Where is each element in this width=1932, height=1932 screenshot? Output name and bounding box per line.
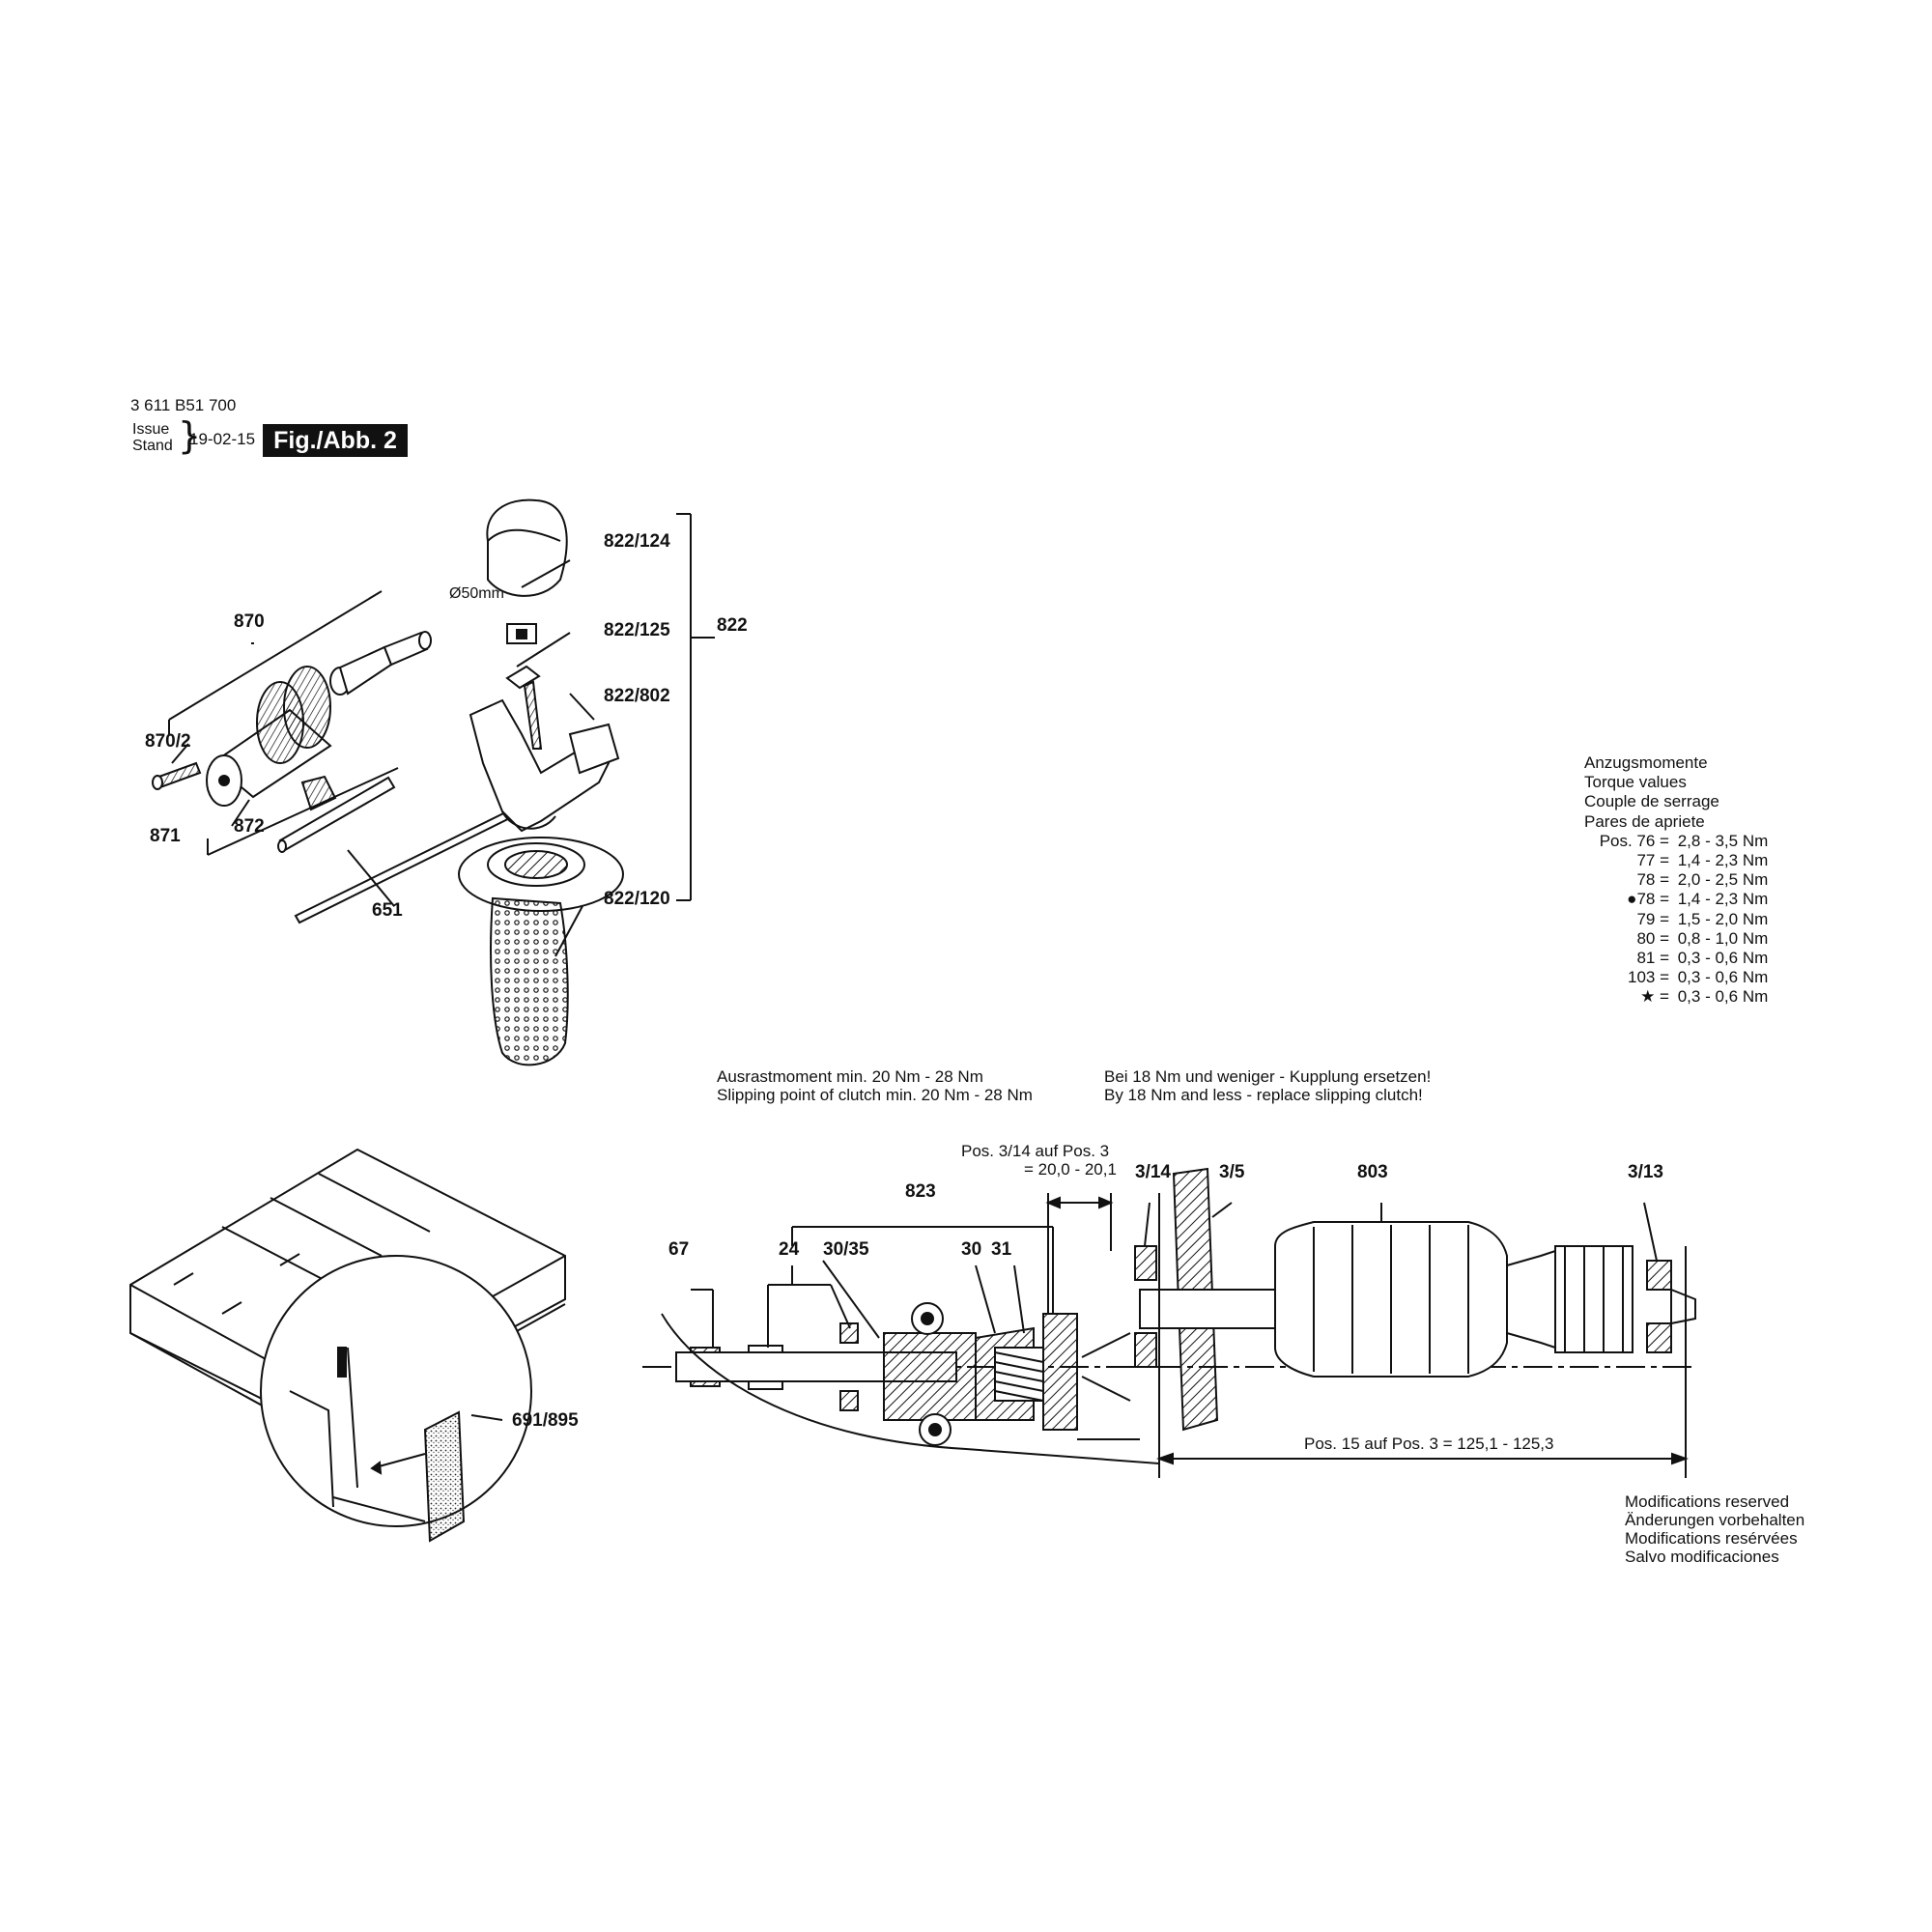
callout-3-14: 3/14 — [1135, 1162, 1171, 1182]
torque-row: 78 = 2,0 - 2,5 Nm — [1584, 870, 1768, 890]
torque-value: 0,8 - 1,0 Nm — [1673, 928, 1769, 948]
document-number: 3 611 B51 700 — [130, 396, 237, 414]
figure-label: Fig./Abb. 2 — [263, 424, 408, 457]
callout-651: 651 — [372, 900, 403, 921]
torque-key: ★ = — [1640, 987, 1669, 1007]
brace-icon: } — [178, 414, 202, 457]
torque-title-es: Pares de apriete — [1584, 811, 1705, 831]
torque-row: Pos. 76 = 2,8 - 3,5 Nm — [1584, 831, 1769, 851]
torque-row: ★ = 0,3 - 0,6 Nm — [1584, 987, 1768, 1007]
torque-key: 79 = — [1636, 909, 1669, 928]
auxiliary-handle-group — [458, 498, 715, 1066]
carrying-case — [129, 1148, 566, 1543]
issue-label: Issue Stand — [132, 421, 173, 454]
dimension-pos15 — [1156, 1193, 1689, 1478]
callout-822-120: 822/120 — [604, 889, 670, 909]
torque-key: 78 = — [1636, 870, 1669, 890]
torque-value: 1,5 - 2,0 Nm — [1673, 909, 1769, 928]
clamping-band — [486, 498, 568, 644]
handle-grip — [490, 896, 569, 1066]
modifications-en: Modifications reserved — [1625, 1492, 1790, 1511]
clutch-armature-section — [642, 1167, 1696, 1478]
callout-67: 67 — [668, 1239, 690, 1260]
torque-row: ●78 = 1,4 - 2,3 Nm — [1584, 890, 1768, 909]
callout-870: 870 — [234, 611, 265, 632]
torque-row: 103 = 0,3 - 0,6 Nm — [1584, 968, 1768, 987]
bearing-3-14 — [1134, 1245, 1157, 1368]
callout-822-125: 822/125 — [604, 620, 670, 640]
chuck-screw — [152, 761, 202, 790]
torque-key: Pos. 76 = — [1599, 831, 1669, 850]
torque-key: 103 = — [1627, 968, 1669, 987]
callout-803: 803 — [1357, 1162, 1388, 1182]
modifications-es: Salvo modificaciones — [1625, 1548, 1779, 1566]
callout-872: 872 — [234, 816, 265, 837]
callout-24: 24 — [779, 1239, 800, 1260]
torque-row: 81 = 0,3 - 0,6 Nm — [1584, 949, 1768, 968]
torque-title-fr: Couple de serrage — [1584, 792, 1719, 811]
torque-table: Anzugsmomente Torque values Couple de se… — [1584, 753, 1768, 1008]
torque-title-de: Anzugsmomente — [1584, 753, 1708, 772]
torque-value: 0,3 - 0,6 Nm — [1673, 949, 1769, 968]
issue-label-en: Issue — [132, 421, 170, 438]
dimension-pos15-label: Pos. 15 auf Pos. 3 = 125,1 - 125,3 — [1304, 1435, 1554, 1453]
armature-803 — [1274, 1221, 1634, 1378]
callout-30: 30 — [961, 1239, 982, 1260]
callout-822: 822 — [717, 615, 748, 636]
torque-value: 0,3 - 0,6 Nm — [1673, 987, 1769, 1007]
issue-label-de: Stand — [132, 438, 173, 454]
slip-note-de: Ausrastmoment min. 20 Nm - 28 Nm — [717, 1067, 983, 1086]
dimension-pos314-value: = 20,0 - 20,1 — [1024, 1160, 1117, 1179]
drill-chuck-group — [152, 590, 556, 924]
replace-note-de: Bei 18 Nm und weniger - Kupplung ersetze… — [1104, 1067, 1432, 1086]
bearing-3-13 — [1646, 1260, 1696, 1353]
chuck-key — [277, 775, 396, 853]
torque-value: 2,8 - 3,5 Nm — [1673, 831, 1769, 850]
torque-value: 2,0 - 2,5 Nm — [1673, 870, 1769, 890]
callout-871: 871 — [150, 826, 181, 846]
callout-823: 823 — [905, 1181, 936, 1202]
callout-822-124: 822/124 — [604, 531, 670, 552]
handle-flange — [458, 837, 624, 912]
torque-key: ●78 = — [1627, 890, 1669, 909]
clamping-screw — [505, 665, 543, 750]
torque-row: 77 = 1,4 - 2,3 Nm — [1584, 851, 1768, 870]
callout-822-802: 822/802 — [604, 686, 670, 706]
callout-30-35: 30/35 — [823, 1239, 869, 1260]
callout-691-895: 691/895 — [512, 1410, 579, 1431]
clutch-body — [883, 1302, 1078, 1446]
torque-row: 79 = 1,5 - 2,0 Nm — [1584, 910, 1768, 929]
torque-title-en: Torque values — [1584, 773, 1687, 792]
replace-note: Bei 18 Nm und weniger - Kupplung ersetze… — [1104, 1067, 1431, 1104]
callout-3-5: 3/5 — [1219, 1162, 1245, 1182]
slip-note: Ausrastmoment min. 20 Nm - 28 Nm Slippin… — [717, 1067, 1033, 1104]
adapter-shank — [329, 631, 432, 696]
torque-key: 77 = — [1636, 851, 1669, 870]
slip-note-en: Slipping point of clutch min. 20 Nm - 28… — [717, 1086, 1033, 1104]
handle-holder — [469, 698, 620, 833]
diameter-label: Ø50mm — [449, 585, 504, 602]
dimension-pos314-label: Pos. 3/14 auf Pos. 3 — [961, 1142, 1110, 1160]
torque-value: 1,4 - 2,3 Nm — [1673, 851, 1769, 870]
torque-key: 81 = — [1636, 949, 1669, 968]
torque-value: 1,4 - 2,3 Nm — [1673, 890, 1769, 909]
callout-870-2: 870/2 — [145, 731, 191, 752]
torque-key: 80 = — [1636, 928, 1669, 948]
issue-date: 19-02-15 — [189, 430, 256, 448]
modifications-fr: Modifications resérvées — [1625, 1529, 1798, 1548]
modifications-de: Änderungen vorbehalten — [1625, 1511, 1805, 1529]
torque-row: 80 = 0,8 - 1,0 Nm — [1584, 929, 1768, 949]
torque-value: 0,3 - 0,6 Nm — [1673, 968, 1769, 987]
insert-pad — [423, 1410, 466, 1543]
replace-note-en: By 18 Nm and less - replace slipping clu… — [1104, 1086, 1423, 1104]
leader-lines — [171, 559, 1658, 1348]
dimension-pos314 — [1045, 1193, 1114, 1314]
callout-31: 31 — [991, 1239, 1012, 1260]
chuck-body — [206, 666, 332, 807]
callout-3-13: 3/13 — [1628, 1162, 1663, 1182]
modifications-note: Modifications reserved Änderungen vorbeh… — [1625, 1492, 1804, 1566]
